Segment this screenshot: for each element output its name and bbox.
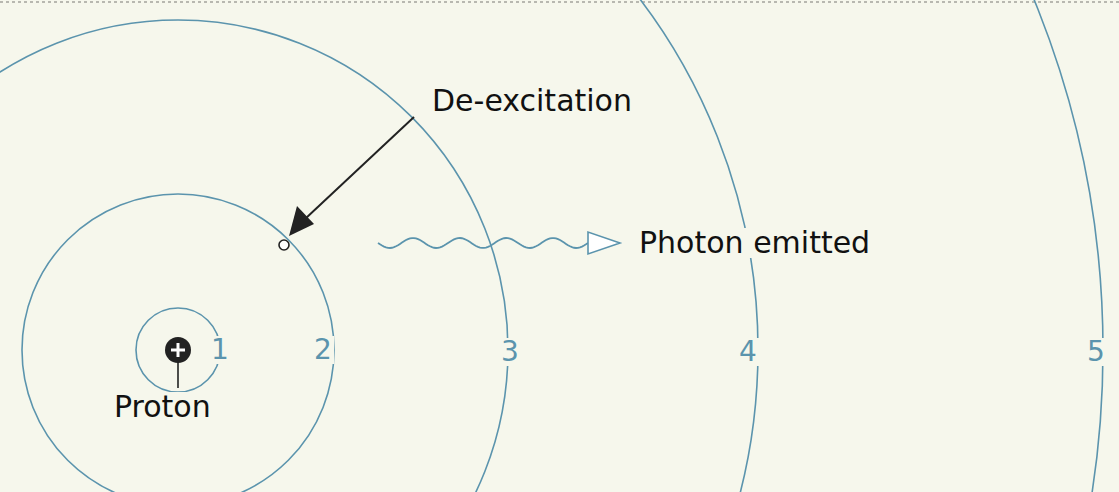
orbit-number: 2 — [312, 336, 334, 364]
orbit-number: 4 — [737, 338, 759, 366]
photon-label: Photon emitted — [636, 228, 873, 258]
proton-leader — [177, 362, 179, 388]
photon-arrowhead — [588, 232, 620, 254]
orbit-number: 1 — [209, 336, 231, 364]
photon-wave — [378, 238, 588, 248]
orbit-1 — [136, 308, 220, 392]
de-excitation-arrow — [305, 117, 414, 219]
orbit-number: 5 — [1085, 338, 1107, 366]
proton — [165, 337, 191, 363]
transition-label: De-excitation — [429, 86, 635, 116]
electron — [279, 240, 289, 250]
top-border — [0, 1, 1119, 3]
arrowhead — [289, 206, 314, 236]
plus-sign — [177, 343, 180, 357]
orbit-number: 3 — [499, 338, 521, 366]
orbit-2 — [22, 194, 334, 492]
proton-label: Proton — [111, 392, 214, 422]
